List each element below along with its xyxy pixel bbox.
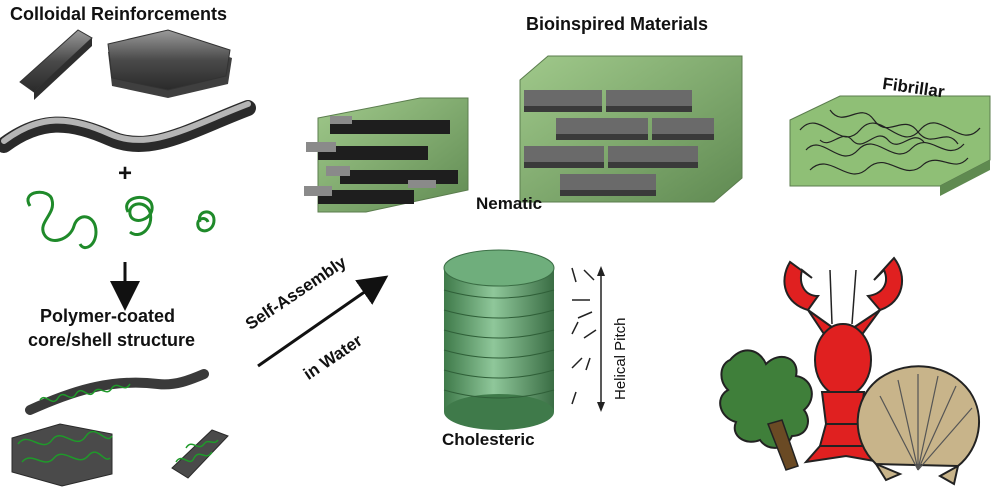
leaf-icon <box>719 349 813 471</box>
nematic-label: Nematic <box>476 194 543 213</box>
helical-pitch-marks <box>571 267 597 405</box>
colloidal-reinforcements-title: Colloidal Reinforcements <box>10 4 228 24</box>
polymer-coated-label: Polymer-coated <box>40 306 176 326</box>
seashell-icon <box>856 365 981 486</box>
arrow-diagonal-icon <box>257 275 389 368</box>
nematic-block-1 <box>304 97 469 213</box>
fiber-icon <box>0 100 256 153</box>
platelet-icon <box>107 29 232 98</box>
cholesteric-label: Cholesteric <box>442 430 535 449</box>
helical-pitch-label: Helical Pitch <box>612 317 629 400</box>
coated-particles <box>11 369 229 487</box>
bioinspired-materials-title: Bioinspired Materials <box>526 14 709 34</box>
lobster-icon <box>783 256 903 464</box>
polymer-coil-icon <box>26 190 216 249</box>
rod-icon <box>19 29 93 100</box>
cholesteric-cylinder <box>443 249 555 430</box>
nematic-block-2 <box>519 55 743 203</box>
plus-sign: + <box>118 160 133 187</box>
core-shell-label: core/shell structure <box>28 330 196 350</box>
fibrillar-slab <box>789 95 991 196</box>
